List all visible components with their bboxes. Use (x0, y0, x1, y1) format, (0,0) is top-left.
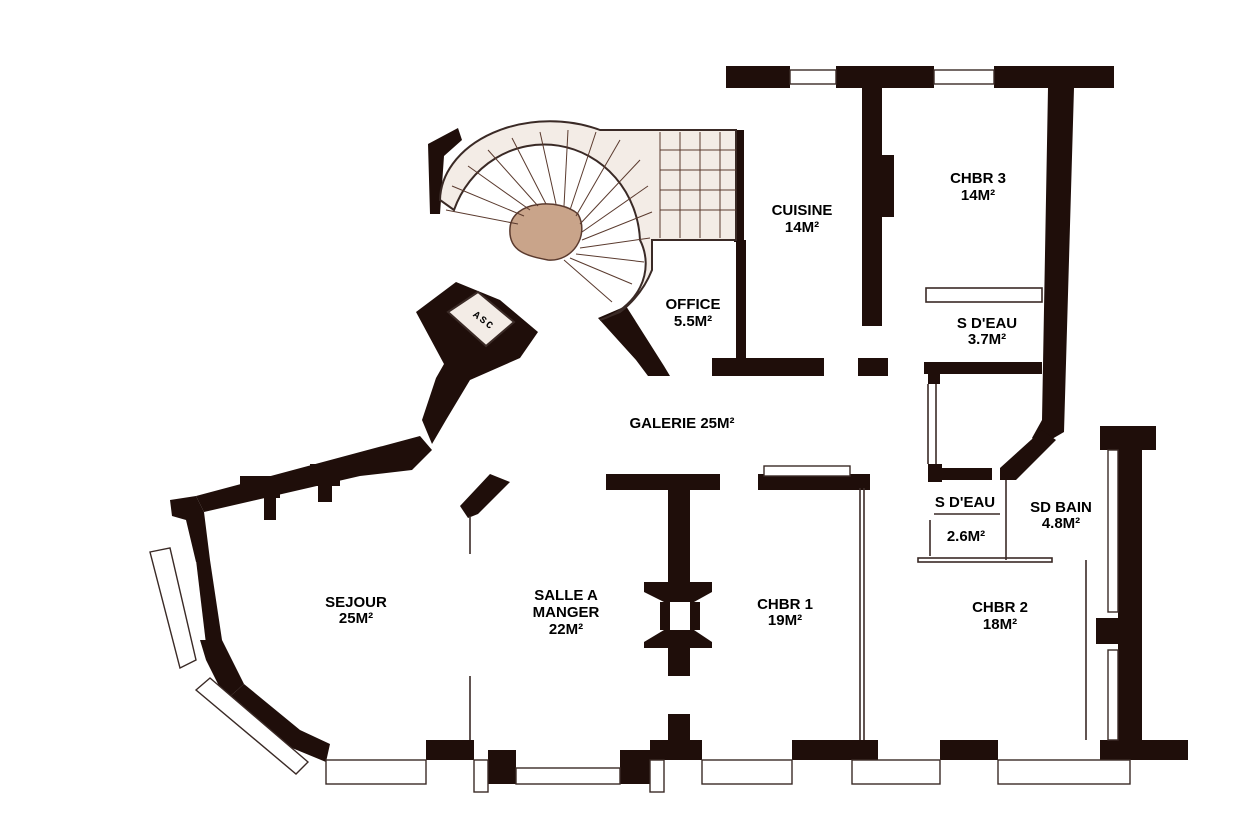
room-name-salle-a-manger-2: MANGER (533, 604, 600, 621)
room-area-sd-bain: 4.8M² (1042, 515, 1080, 532)
room-area-cuisine: 14M² (785, 219, 819, 236)
partitions (469, 287, 1087, 740)
elevator: ASC (446, 290, 516, 348)
room-name-office: OFFICE (666, 296, 721, 313)
room-area-chbr3: 14M² (961, 187, 995, 204)
room-area-salle-a-manger: 22M² (549, 621, 583, 638)
room-name-sd-bain: SD BAIN (1030, 499, 1092, 516)
room-name-s-deau-1: S D'EAU (957, 315, 1017, 332)
room-name-chbr3: CHBR 3 (950, 170, 1006, 187)
room-area-s-deau-2: 2.6M² (947, 528, 985, 545)
room-name-sejour: SEJOUR (325, 594, 387, 611)
room-area-office: 5.5M² (674, 313, 712, 330)
room-name-chbr2: CHBR 2 (972, 599, 1028, 616)
windows (149, 69, 1131, 793)
room-labels: CHBR 3 14M² CUISINE 14M² OFFICE 5.5M² S … (325, 170, 1092, 638)
room-name-chbr1: CHBR 1 (757, 596, 813, 613)
room-name-s-deau-2: S D'EAU (935, 494, 995, 511)
room-area-chbr1: 19M² (768, 612, 802, 629)
room-name-salle-a-manger-1: SALLE A (534, 587, 598, 604)
room-label-galerie: GALERIE 25M² (629, 415, 734, 432)
spiral-staircase (438, 120, 737, 321)
room-area-s-deau-1: 3.7M² (968, 331, 1006, 348)
walls (170, 66, 1188, 784)
room-name-cuisine: CUISINE (772, 202, 833, 219)
room-area-sejour: 25M² (339, 610, 373, 627)
room-area-chbr2: 18M² (983, 616, 1017, 633)
